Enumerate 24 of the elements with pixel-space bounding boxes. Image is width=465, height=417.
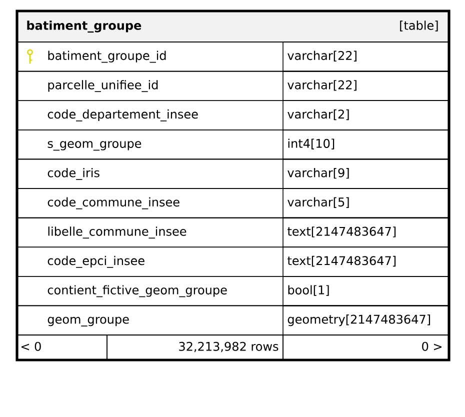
column-name: code_departement_insee [48,109,198,122]
footer-cell: 32,213,982 rows [106,334,284,360]
column-name: batiment_groupe_id [48,50,166,63]
footer-cell: 0 > [282,334,450,360]
table-type-label: [table] [400,20,438,32]
column-type-cell: varchar[22] [282,70,450,101]
column-name: geom_groupe [48,316,129,326]
column-name: parcelle_unifiee_id [48,80,158,92]
column-type-cell: varchar[22] [282,42,450,72]
column-type-cell: varchar[5] [282,188,450,218]
column-name: code_epci_insee [48,256,144,268]
column-name: s_geom_groupe [48,141,142,151]
column-type-cell: varchar[9] [282,158,450,189]
column-name: code_commune_insee [48,197,180,210]
column-type-cell: geometry[2147483647] [282,305,450,336]
column-type-cell: text[2147483647] [282,246,450,277]
footer-cell: < 0 [16,334,108,360]
column-name: contient_fictive_geom_groupe [48,285,227,298]
column-type-cell: int4[10] [282,130,450,160]
column-name: code_iris [48,168,100,180]
column-type-cell: bool[1] [282,276,450,306]
column-type-cell: varchar[2] [282,100,450,130]
column-name: libelle_commune_insee [48,226,186,239]
column-type-cell: text[2147483647] [282,217,450,248]
